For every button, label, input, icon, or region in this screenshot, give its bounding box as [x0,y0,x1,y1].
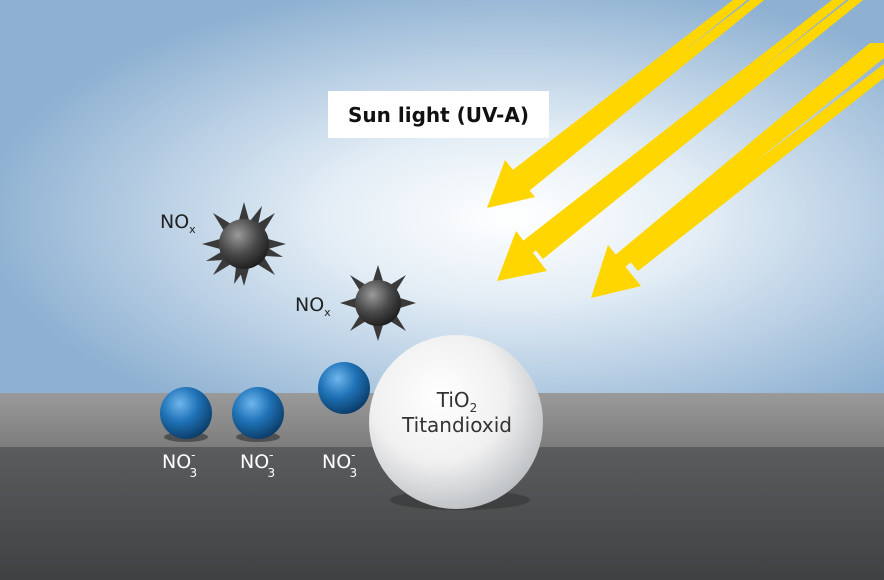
nitrate-symbol: NO [322,451,352,473]
sun-ray-arrows [487,0,884,298]
tio2-subscript: 2 [469,401,478,415]
nitrate-label: NO- 3 [322,449,363,479]
sun-ray-arrow [497,0,863,281]
nitrate-ball [232,387,284,442]
tio2-name: Titandioxid [402,413,512,437]
nitrate-superscript: - [351,448,356,462]
nox-subscript: x [189,222,196,236]
nitrate-subscript: 3 [349,466,358,480]
sun-ray-arrow [591,43,884,298]
nox-particle [202,202,286,286]
nox-symbol: NO [160,211,190,233]
nox-symbol: NO [295,294,325,316]
tio2-label: TiO2 Titandioxid [372,388,542,438]
nitrate-subscript: 3 [189,466,198,480]
sky-background [0,0,884,394]
nitrate-label: NO- 3 [240,449,281,479]
nitrate-symbol: NO [162,451,192,473]
nitrate-superscript: - [269,448,274,462]
nitrate-label: NO- 3 [162,449,203,479]
sun-ray-arrow [487,0,764,208]
nitrate-ball [160,387,212,442]
nox-particle [340,265,416,341]
nox-label: NOx [160,213,196,235]
tio2-symbol: TiO [436,388,470,412]
nox-label: NOx [295,296,331,318]
sun-light-label: Sun light (UV-A) [328,91,549,138]
tio2-sphere [369,335,543,510]
nitrate-symbol: NO [240,451,270,473]
nitrate-ball [318,362,370,414]
nox-subscript: x [324,305,331,319]
tio2-formula: TiO2 [372,388,542,415]
nitrate-subscript: 3 [267,466,276,480]
nitrate-superscript: - [191,448,196,462]
